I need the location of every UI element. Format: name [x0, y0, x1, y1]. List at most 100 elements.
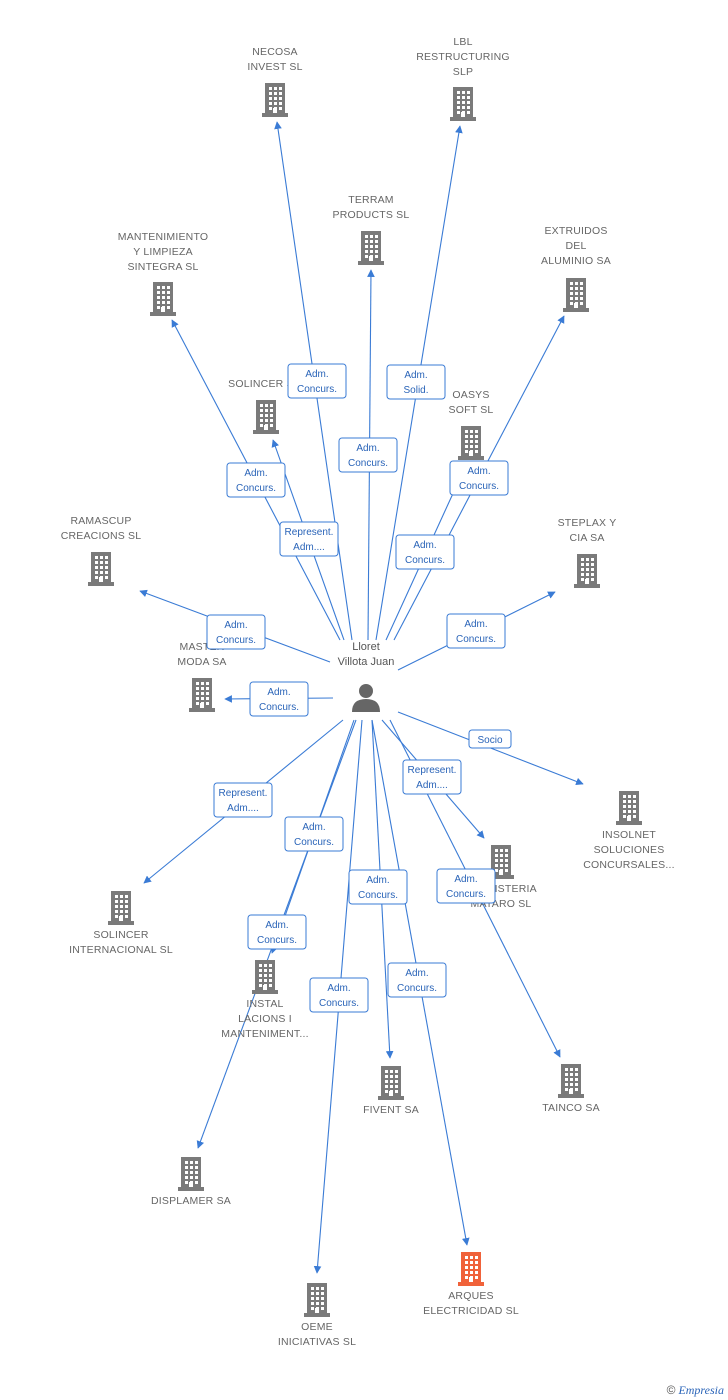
edge-label-insolnet[interactable]: Socio: [468, 729, 512, 749]
edge-label-instal[interactable]: Adm. Concurs.: [284, 816, 344, 852]
person-label-line: Villota Juan: [338, 656, 395, 668]
company-label-line: MANTENIMIENTO: [118, 231, 209, 243]
edge-label-text: Adm.Concurs.: [456, 619, 496, 645]
edge-label-line: Adm.: [413, 540, 436, 551]
company-node-solincer[interactable]: SOLINCER SL: [228, 378, 300, 434]
edge-label-box: [284, 816, 344, 852]
edge-label-necosa[interactable]: Adm.Concurs.: [287, 363, 347, 399]
edge-label-solincer_int[interactable]: Represent.Adm....: [213, 782, 273, 818]
edge-label-master[interactable]: Adm.Concurs.: [249, 681, 309, 717]
edge-label-text: Represent.Adm....: [285, 527, 334, 553]
company-label-line: CONCURSALES...: [583, 859, 675, 871]
company-label-line: INSOLNET: [602, 829, 656, 841]
edge-label-mantenimiento[interactable]: Adm.Concurs.: [226, 462, 286, 498]
company-label-line: ARQUES: [448, 1290, 494, 1302]
company-label-line: MODA SA: [177, 656, 226, 668]
edge-label-line: Concurs.: [459, 481, 499, 492]
edge-label-text: Represent.Adm....: [219, 788, 268, 814]
edge-label-line: Concurs.: [236, 483, 276, 494]
building-icon: [253, 400, 279, 434]
edge-label-text: Adm.Concurs.: [358, 875, 398, 901]
edge-label-line: Adm.: [464, 619, 487, 630]
company-label-line: DEL: [565, 240, 586, 252]
edge-label-oasys[interactable]: Adm. Concurs.: [395, 534, 455, 570]
building-icon: [262, 83, 288, 117]
company-node-tainco[interactable]: TAINCO SA: [542, 1064, 600, 1114]
edge-label-steplax[interactable]: Adm.Concurs.: [446, 613, 506, 649]
person-label-line: Lloret: [352, 641, 380, 653]
edge-label-solincer[interactable]: Represent.Adm....: [279, 521, 339, 557]
edge-label-box: [468, 729, 512, 749]
edge-label-text: Adm.Concurs.: [348, 443, 388, 469]
building-icon: [252, 960, 278, 994]
edge-label-line: Adm.: [302, 822, 325, 833]
edge-label-fivent[interactable]: Adm.Concurs.: [348, 869, 408, 905]
edge-label-arques[interactable]: Adm.Concurs.: [387, 962, 447, 998]
company-node-displamer[interactable]: DISPLAMER SA: [151, 1157, 231, 1207]
company-label: TAINCO SA: [542, 1102, 600, 1114]
building-icon: [178, 1157, 204, 1191]
company-label-line: SOLINCER SL: [228, 378, 300, 390]
edge-label-extruidos[interactable]: Adm. Concurs.: [449, 460, 509, 496]
edge-label-line: Represent.: [408, 765, 457, 776]
person-icon: [352, 684, 380, 712]
edge-label-terram[interactable]: Adm.Concurs.: [338, 437, 398, 473]
edge-label-line: Concurs.: [358, 890, 398, 901]
company-label-line: OASYS: [452, 389, 489, 401]
edge-label-box: [395, 534, 455, 570]
edge-label-box: [213, 782, 273, 818]
building-icon: [150, 282, 176, 316]
edge-label-displamer[interactable]: Adm.Concurs.: [247, 914, 307, 950]
edge-label-line: Solid.: [403, 385, 428, 396]
company-node-fivent[interactable]: FIVENT SA: [363, 1066, 419, 1116]
edge-label-ebanisteria[interactable]: Represent. Adm....: [402, 759, 462, 795]
company-label-line: DISPLAMER SA: [151, 1195, 231, 1207]
edge-label-line: Concurs.: [294, 837, 334, 848]
edge-label-box: [387, 962, 447, 998]
edge-label-text: Adm.Solid.: [403, 370, 428, 396]
edge-label-line: Adm....: [416, 780, 448, 791]
edge-label-tainco[interactable]: Adm.Concurs.: [436, 868, 496, 904]
edge-label-ramascup[interactable]: Adm.Concurs.: [206, 614, 266, 650]
edge-label-line: Adm.: [467, 466, 490, 477]
edge-label-box: [386, 364, 446, 400]
building-icon: [458, 1252, 484, 1286]
edge-label-box: [206, 614, 266, 650]
company-label-line: CREACIONS SL: [61, 530, 142, 542]
building-icon: [88, 552, 114, 586]
edge-label-box: [348, 869, 408, 905]
building-icon: [189, 678, 215, 712]
edge-label-lbl[interactable]: Adm.Solid.: [386, 364, 446, 400]
edge-label-line: Represent.: [285, 527, 334, 538]
edge-label-text: Adm.Concurs.: [319, 983, 359, 1009]
edge-label-line: Adm.: [327, 983, 350, 994]
edge-label-line: Adm.: [224, 620, 247, 631]
company-label-line: INTERNACIONAL SL: [69, 944, 173, 956]
edge-label-line: Concurs.: [405, 555, 445, 566]
company-label-line: INICIATIVAS SL: [278, 1336, 356, 1348]
edge-label-oeme[interactable]: Adm.Concurs.: [309, 977, 369, 1013]
edge-label-text: Adm.Concurs.: [397, 968, 437, 994]
